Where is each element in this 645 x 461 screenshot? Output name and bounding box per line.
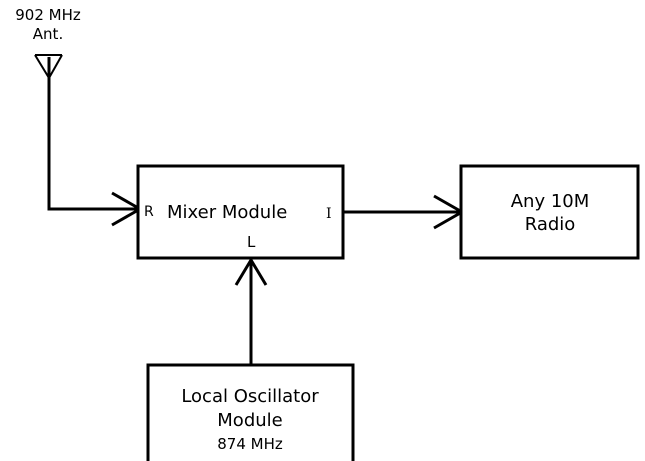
oscillator-label-line2: Module [217, 410, 283, 431]
antenna-label-frequency: 902 MHz [15, 6, 81, 24]
mixer-module-box [136, 164, 345, 260]
port-i-label: I [326, 206, 332, 222]
antenna-icon [34, 54, 63, 79]
mixer-module-label: Mixer Module [167, 202, 288, 223]
antenna-to-mixer-wire [47, 57, 140, 211]
oscillator-frequency-label: 874 MHz [217, 435, 283, 453]
oscillator-box [146, 363, 355, 461]
oscillator-label-line1: Local Oscillator [181, 386, 319, 407]
arrow-l-icon [234, 257, 268, 286]
port-r-label: R [144, 204, 154, 220]
radio-label-line2: Radio [524, 214, 576, 235]
radio-box [459, 164, 640, 260]
antenna-label-name: Ant. [32, 25, 64, 43]
port-l-label: L [247, 233, 256, 251]
radio-label-line1: Any 10M [510, 191, 590, 212]
